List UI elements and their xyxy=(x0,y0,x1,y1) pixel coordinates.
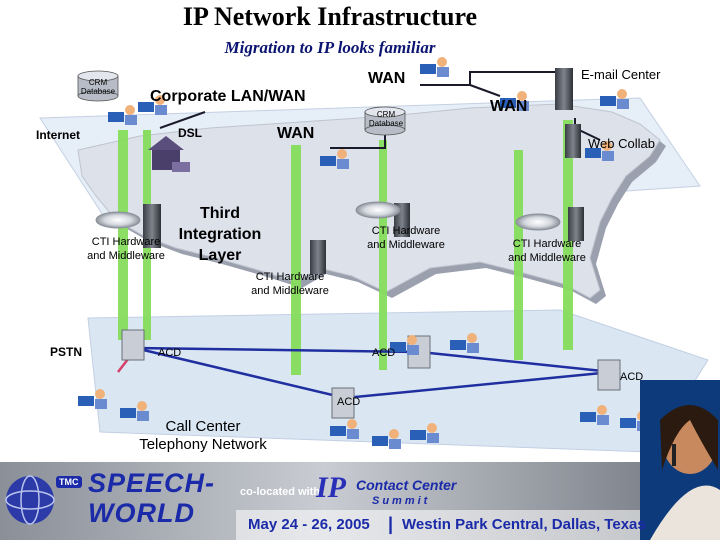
green-link xyxy=(291,145,301,375)
agent-icon xyxy=(500,91,529,111)
acd-switch-icon xyxy=(331,387,355,419)
acd-label-right: ACD xyxy=(620,371,644,383)
agent-icon xyxy=(78,389,107,409)
green-link xyxy=(118,130,128,340)
server-icon xyxy=(555,68,573,110)
green-link xyxy=(514,150,523,360)
cti-label-left: CTI Hardware and Middleware xyxy=(87,236,165,262)
agent-icon xyxy=(120,401,149,421)
colocated-label: co-located with xyxy=(240,486,321,498)
banner-divider: | xyxy=(388,514,394,534)
globe-icon xyxy=(5,475,55,525)
server-icon xyxy=(568,207,584,241)
agent-icon xyxy=(600,89,629,109)
wan-link xyxy=(469,84,501,97)
cti-label-lower: CTI Hardware and Middleware xyxy=(251,271,329,297)
server-icon xyxy=(565,124,581,158)
acd-switch-icon xyxy=(121,329,145,361)
agent-icon xyxy=(585,141,614,161)
agent-icon xyxy=(108,105,137,125)
tel-link xyxy=(419,350,613,374)
wan-link xyxy=(330,135,386,149)
acd-label-mid: ACD xyxy=(372,347,396,359)
world-logo: WORLD xyxy=(88,498,195,528)
crm-database-icon xyxy=(77,70,119,102)
internet-label: Internet xyxy=(36,128,81,142)
crm-database-icon xyxy=(364,106,406,136)
agent-icon xyxy=(450,333,479,353)
cti-label-right: CTI Hardware and Middleware xyxy=(508,238,586,264)
speech-logo: SPEECH- xyxy=(88,468,216,498)
agent-icon xyxy=(138,95,167,115)
agent-photo xyxy=(640,380,720,540)
tel-link xyxy=(134,346,421,354)
cd-icon xyxy=(95,211,141,229)
agent-icon xyxy=(372,429,401,449)
summit-logo: Summit xyxy=(372,495,431,507)
acd-label-bottom: ACD xyxy=(337,396,361,408)
acd-switch-icon xyxy=(597,359,621,391)
wan-label-mid: WAN xyxy=(277,125,315,142)
agent-icon xyxy=(320,149,349,169)
wan-label-right: WAN xyxy=(490,98,528,115)
wan-link xyxy=(420,71,560,86)
green-link xyxy=(379,140,387,370)
cd-icon xyxy=(515,213,561,231)
server-icon xyxy=(143,204,161,248)
email-center-label: E-mail Center xyxy=(581,67,661,82)
page-subtitle: Migration to IP looks familiar xyxy=(224,38,436,57)
crm-database-label: CRM Database xyxy=(80,78,116,96)
wan-links xyxy=(159,71,601,149)
third-integration-layer-label: Third Integration Layer xyxy=(178,205,262,264)
event-venue: Westin Park Central, Dallas, Texas xyxy=(402,516,646,533)
page-title: IP Network Infrastructure xyxy=(182,2,478,31)
crm-database-label-mid: CRM Database xyxy=(368,110,404,128)
tmc-logo: TMC xyxy=(56,476,82,488)
agent-icon xyxy=(390,335,419,355)
contact-center-logo: Contact Center xyxy=(356,477,457,493)
acd-label-left: ACD xyxy=(158,347,182,359)
wan-link xyxy=(159,111,206,129)
house-icon xyxy=(148,136,190,172)
call-center-telephony-network-label: Call Center Telephony Network xyxy=(139,418,267,453)
wan-label-top: WAN xyxy=(368,70,406,87)
corporate-lan-wan-label: Corporate LAN/WAN xyxy=(150,88,306,105)
pstn-label: PSTN xyxy=(50,345,83,359)
agent-icon xyxy=(580,405,609,425)
web-collab-label: Web Collab xyxy=(588,136,655,151)
cti-label-center: CTI Hardware and Middleware xyxy=(367,225,445,251)
cd-icons xyxy=(95,201,561,231)
dsl-label: DSL xyxy=(178,126,202,140)
agent-icon xyxy=(330,419,359,439)
server-icon xyxy=(310,240,326,274)
cd-icon xyxy=(355,201,401,219)
agent-icon xyxy=(420,57,449,77)
agent-icon xyxy=(410,423,439,443)
banner-date-strip xyxy=(236,510,720,540)
ip-logo: IP xyxy=(316,471,346,504)
event-dates: May 24 - 26, 2005 xyxy=(248,516,370,533)
